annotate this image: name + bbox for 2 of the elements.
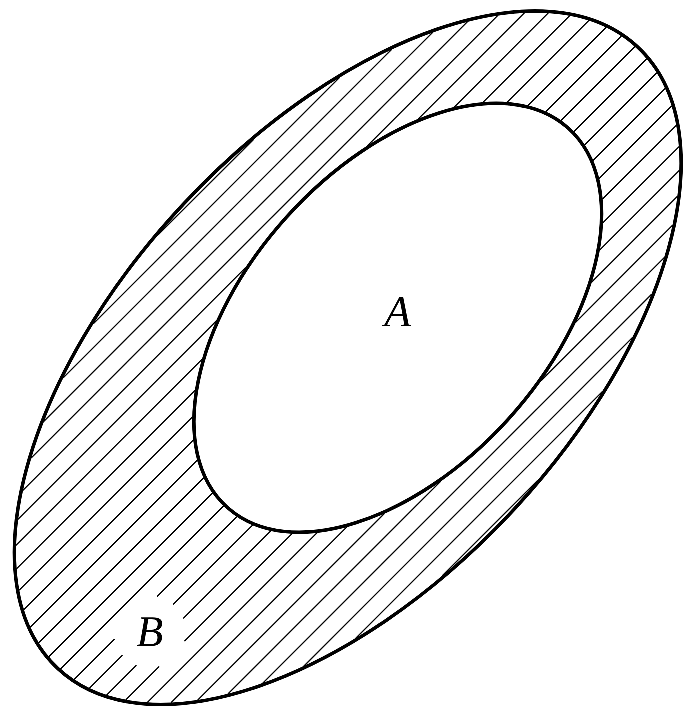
set-label: A xyxy=(382,298,412,326)
set-label: B xyxy=(137,618,162,646)
